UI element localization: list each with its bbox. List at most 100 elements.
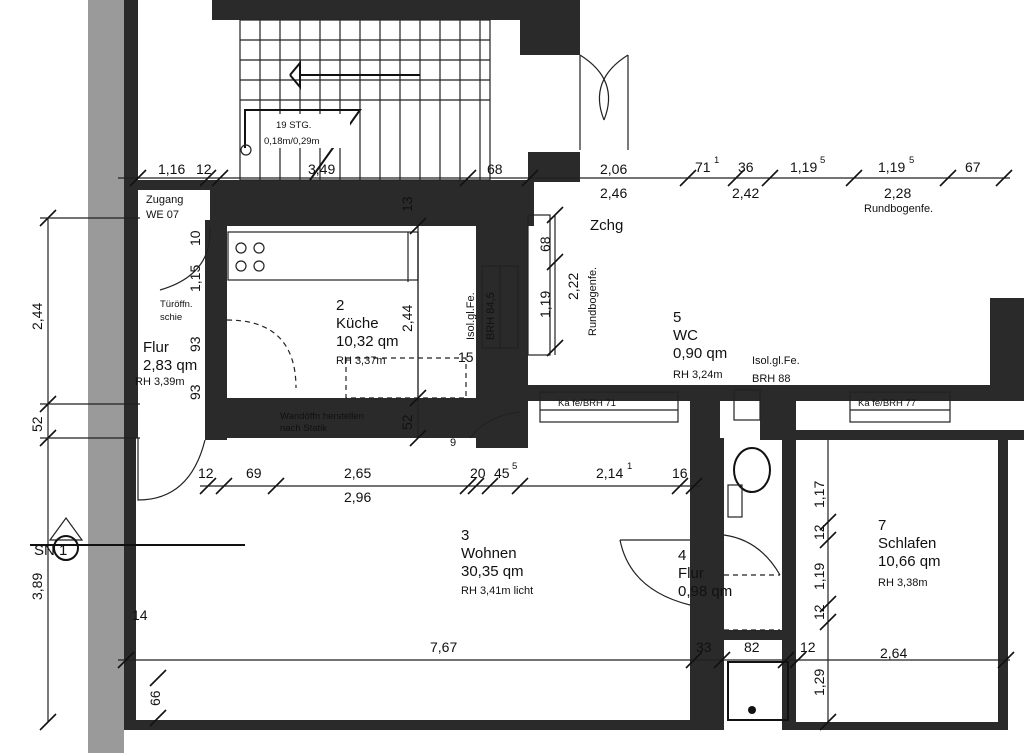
living-wall-right [690, 388, 720, 730]
dim-2-44-kitchen: 2,44 [399, 305, 415, 332]
dim-1-19-a-sup: 5 [820, 155, 825, 166]
dim-36: 36 [738, 159, 754, 175]
dim-1-17: 1,17 [811, 481, 827, 508]
dim-52-left: 52 [29, 416, 45, 432]
dim-2-28: 2,28 [884, 185, 911, 201]
stair-wall-right [520, 0, 580, 55]
annotations: Zugang WE 07 Zchg Türöffn. schie Wandöff… [34, 194, 933, 559]
dim-71: 71 [695, 159, 711, 175]
brh-wc: BRH 88 [752, 373, 791, 385]
dim-1-16: 1,16 [158, 161, 185, 177]
dim-20: 20 [470, 465, 486, 481]
wc-wall-right [782, 438, 796, 730]
dim-2-46: 2,46 [600, 185, 627, 201]
dim-12-top: 12 [196, 161, 212, 177]
bedroom-number: 7 [878, 517, 886, 534]
windows [481, 214, 951, 423]
hall-small-number: 4 [678, 547, 686, 564]
arch-window-vertical: Rundbogenfe. [587, 267, 599, 336]
dim-2-06: 2,06 [600, 161, 627, 177]
dim-93-a: 93 [187, 336, 203, 352]
dim-2-14: 2,14 [596, 465, 623, 481]
door-note-1: Türöffn. [160, 299, 193, 310]
wall-note-2: nach Statik [280, 423, 327, 434]
dim-1-19-b: 1,19 [878, 159, 905, 175]
dim-12-mid: 12 [198, 465, 214, 481]
bedroom-wall-bottom [796, 722, 1008, 730]
wc-area: 0,90 qm [673, 345, 727, 362]
shower-wall-top [720, 630, 792, 640]
living-wall-left [124, 438, 136, 728]
entrance-door [579, 54, 629, 150]
dim-93-b: 93 [187, 384, 203, 400]
hall-wall-right [205, 220, 227, 440]
shower-drain-icon [748, 706, 756, 714]
arch-window-top: Rundbogenfe. [864, 203, 933, 215]
wc-name: WC [673, 327, 698, 344]
dimension-lines [30, 169, 1015, 731]
shower-tray-icon [727, 661, 789, 721]
dim-82: 82 [744, 639, 760, 655]
bedroom-wall-right [998, 430, 1008, 730]
dim-9: 9 [450, 437, 456, 449]
dim-67: 67 [965, 159, 981, 175]
dim-7-67: 7,67 [430, 639, 457, 655]
bedroom-wall-top [796, 430, 1024, 440]
living-number: 3 [461, 527, 469, 544]
dim-12-bed-a: 12 [811, 524, 827, 540]
kitchen-wall-bottom [205, 398, 485, 438]
dim-68-zchg: 68 [537, 236, 553, 252]
dim-10: 10 [187, 230, 203, 246]
kafe-label-2: Ka fe/BRH 77 [858, 398, 916, 409]
stair-start-marker [240, 144, 252, 156]
hall-small-name: Flur [678, 565, 704, 582]
dim-66: 66 [147, 690, 163, 706]
right-building-edge [990, 300, 1024, 400]
hall-wall-left [124, 180, 138, 438]
dim-69: 69 [246, 465, 262, 481]
toilet-icon [733, 447, 771, 493]
dim-14: 14 [132, 607, 148, 623]
kitchen-area: 10,32 qm [336, 333, 399, 350]
wc-fixtures [724, 447, 789, 721]
stair-wall-top [124, 0, 138, 182]
dim-13: 13 [399, 196, 415, 212]
dim-16: 16 [672, 465, 688, 481]
stair-wall-top-block [212, 0, 530, 20]
dim-1-19-bed: 1,19 [811, 563, 827, 590]
right-building-top [990, 298, 1024, 306]
dim-45-sup: 5 [512, 461, 517, 472]
section-marker-label: SN 1 [34, 542, 67, 559]
dim-71-sup: 1 [714, 155, 719, 166]
staircase: 19 STG. 0,18m/0,29m [239, 19, 491, 181]
doors [137, 227, 781, 606]
kafe-label-1: Ka fe/BRH 71 [558, 398, 616, 409]
section-marker-triangle [48, 516, 84, 541]
dim-68-top: 68 [487, 161, 503, 177]
stairs-label: 19 STG. [276, 120, 311, 131]
wc-height: RH 3,24m [673, 369, 723, 381]
walls [88, 0, 1024, 753]
dim-2-42: 2,42 [732, 185, 759, 201]
dim-3-89: 3,89 [29, 573, 45, 600]
entrance-unit-label: WE 07 [146, 209, 179, 221]
kitchen-height: RH 3,37m [336, 355, 386, 367]
brh-vertical: BRH 84,5 [485, 292, 497, 340]
dim-2-14-sup: 1 [627, 461, 632, 472]
dim-1-19-a: 1,19 [790, 159, 817, 175]
dim-1-19-zchg: 1,19 [537, 291, 553, 318]
dim-52-kitchen: 52 [399, 414, 415, 430]
living-height: RH 3,41m licht [461, 585, 533, 597]
bedroom-area: 10,66 qm [878, 553, 941, 570]
room-labels: 2 Küche 10,32 qm RH 3,37m 3 Wohnen 30,35… [135, 297, 941, 600]
kitchen-number: 2 [336, 297, 344, 314]
iso-window-wc: Isol.gl.Fe. [752, 355, 800, 367]
living-area: 30,35 qm [461, 563, 524, 580]
dim-12-bed-c: 12 [800, 639, 816, 655]
dim-1-19-b-sup: 5 [909, 155, 914, 166]
dim-33: 33 [696, 639, 712, 655]
entrance-label: Zugang [146, 194, 183, 206]
wall-note-1: Wandöffn herstellen [280, 411, 364, 422]
dim-2-96: 2,96 [344, 489, 371, 505]
